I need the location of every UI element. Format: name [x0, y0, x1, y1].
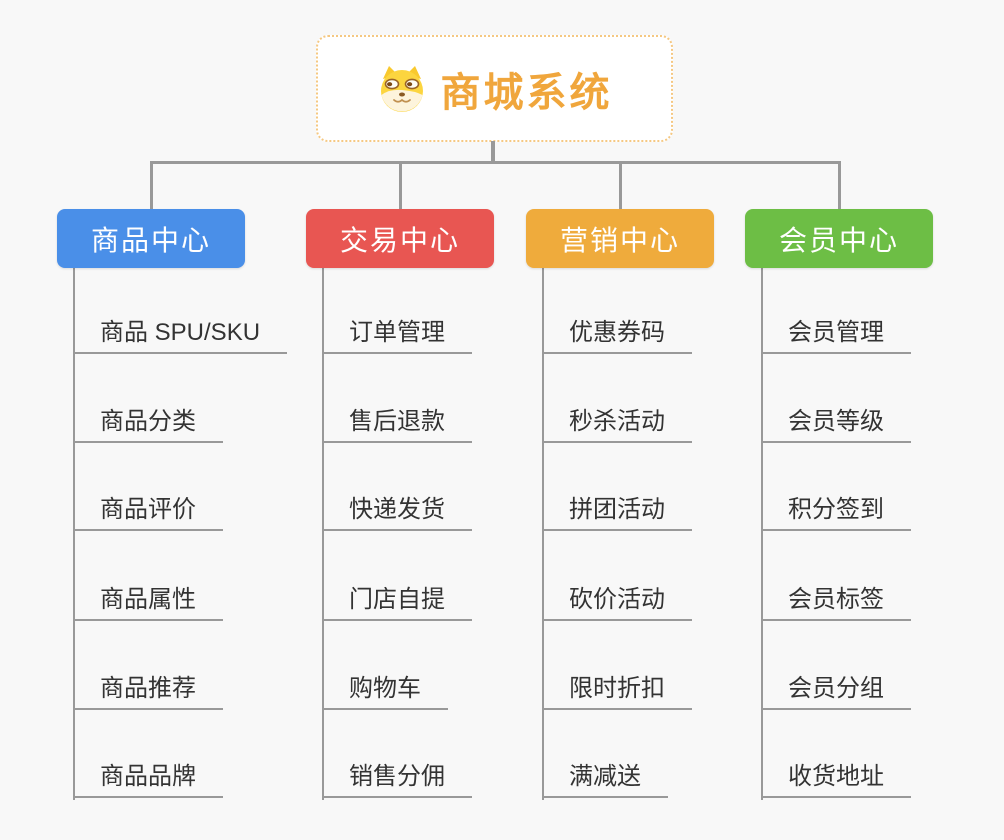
connector-drop-marketing-center [618, 161, 622, 211]
child-topic-trade-center-2[interactable]: 售后退款 [322, 407, 472, 443]
dog-face-icon [377, 65, 427, 113]
child-topic-trade-center-5[interactable]: 购物车 [322, 674, 448, 710]
child-topic-product-center-4[interactable]: 商品属性 [73, 585, 223, 621]
branch-trunk-product-center [73, 268, 75, 800]
child-topic-trade-center-6[interactable]: 销售分佣 [322, 762, 472, 798]
child-topic-product-center-2[interactable]: 商品分类 [73, 407, 223, 443]
child-topic-trade-center-3[interactable]: 快递发货 [322, 495, 472, 531]
connector-drop-product-center [149, 161, 153, 211]
branch-node-product-center[interactable]: 商品中心 [57, 209, 245, 268]
root-title: 商城系统 [440, 70, 613, 115]
connector-rail [149, 161, 841, 164]
branch-trunk-marketing-center [542, 268, 544, 800]
child-topic-member-center-2[interactable]: 会员等级 [761, 407, 911, 443]
child-topic-marketing-center-1[interactable]: 优惠券码 [542, 318, 692, 354]
child-topic-marketing-center-4[interactable]: 砍价活动 [542, 585, 692, 621]
child-topic-product-center-3[interactable]: 商品评价 [73, 495, 223, 531]
child-topic-marketing-center-6[interactable]: 满减送 [542, 762, 668, 798]
child-topic-member-center-3[interactable]: 积分签到 [761, 495, 911, 531]
root-connector-stub [491, 141, 495, 161]
child-topic-trade-center-1[interactable]: 订单管理 [322, 318, 472, 354]
child-topic-marketing-center-5[interactable]: 限时折扣 [542, 674, 692, 710]
child-topic-product-center-1[interactable]: 商品 SPU/SKU [73, 318, 288, 354]
branch-trunk-trade-center [322, 268, 324, 800]
child-topic-member-center-5[interactable]: 会员分组 [761, 674, 911, 710]
connector-drop-trade-center [398, 161, 402, 211]
branch-node-trade-center[interactable]: 交易中心 [306, 209, 494, 268]
connector-drop-member-center [837, 161, 841, 211]
branch-trunk-member-center [761, 268, 763, 800]
child-topic-marketing-center-2[interactable]: 秒杀活动 [542, 407, 692, 443]
child-topic-member-center-4[interactable]: 会员标签 [761, 585, 911, 621]
child-topic-trade-center-4[interactable]: 门店自提 [322, 585, 472, 621]
branch-node-marketing-center[interactable]: 营销中心 [526, 209, 714, 268]
child-topic-member-center-1[interactable]: 会员管理 [761, 318, 911, 354]
branch-node-member-center[interactable]: 会员中心 [745, 209, 933, 268]
child-topic-member-center-6[interactable]: 收货地址 [761, 762, 911, 798]
child-topic-product-center-5[interactable]: 商品推荐 [73, 674, 223, 710]
root-node[interactable]: 商城系统 [316, 35, 673, 142]
child-topic-product-center-6[interactable]: 商品品牌 [73, 762, 223, 798]
child-topic-marketing-center-3[interactable]: 拼团活动 [542, 495, 692, 531]
